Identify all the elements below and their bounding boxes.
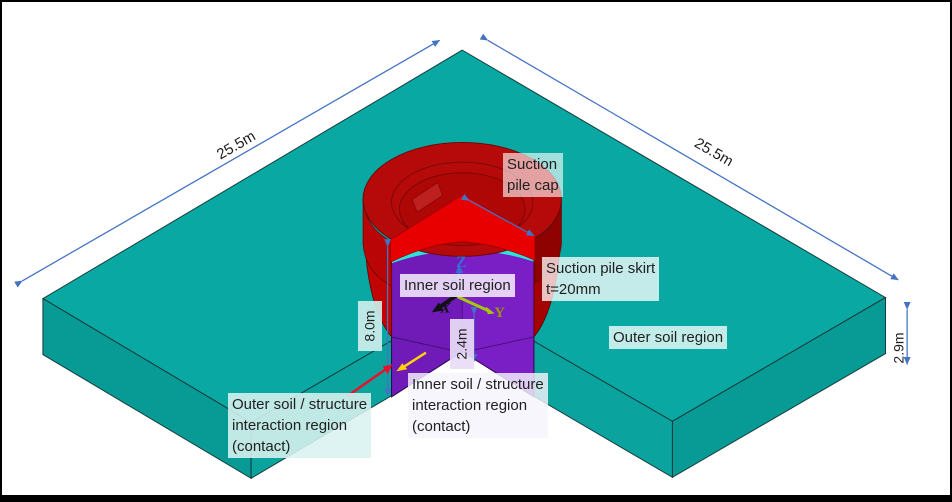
model-scene: X Y Z bbox=[14, 33, 911, 480]
z-axis-arrowhead bbox=[455, 264, 464, 274]
z-axis-label: Z bbox=[456, 254, 466, 271]
x-axis-label: X bbox=[440, 300, 452, 316]
dim-line-25-5-left bbox=[14, 39, 441, 288]
x-axis-arrowhead bbox=[431, 302, 444, 313]
y-axis bbox=[456, 295, 491, 313]
inner-contact-arrowhead bbox=[396, 363, 408, 372]
y-axis-arrowhead bbox=[485, 306, 495, 315]
outer-contact-arrowhead bbox=[382, 364, 393, 375]
contact-pointer-arrows bbox=[345, 351, 427, 398]
inner-contact-arrow bbox=[400, 351, 427, 370]
inner-soil-left-shade bbox=[391, 243, 463, 397]
dim-line-25-5-right bbox=[479, 33, 899, 281]
dim-line-cap-width bbox=[461, 193, 535, 237]
outer-contact-arrow bbox=[345, 366, 390, 398]
y-axis-label: Y bbox=[494, 305, 505, 321]
